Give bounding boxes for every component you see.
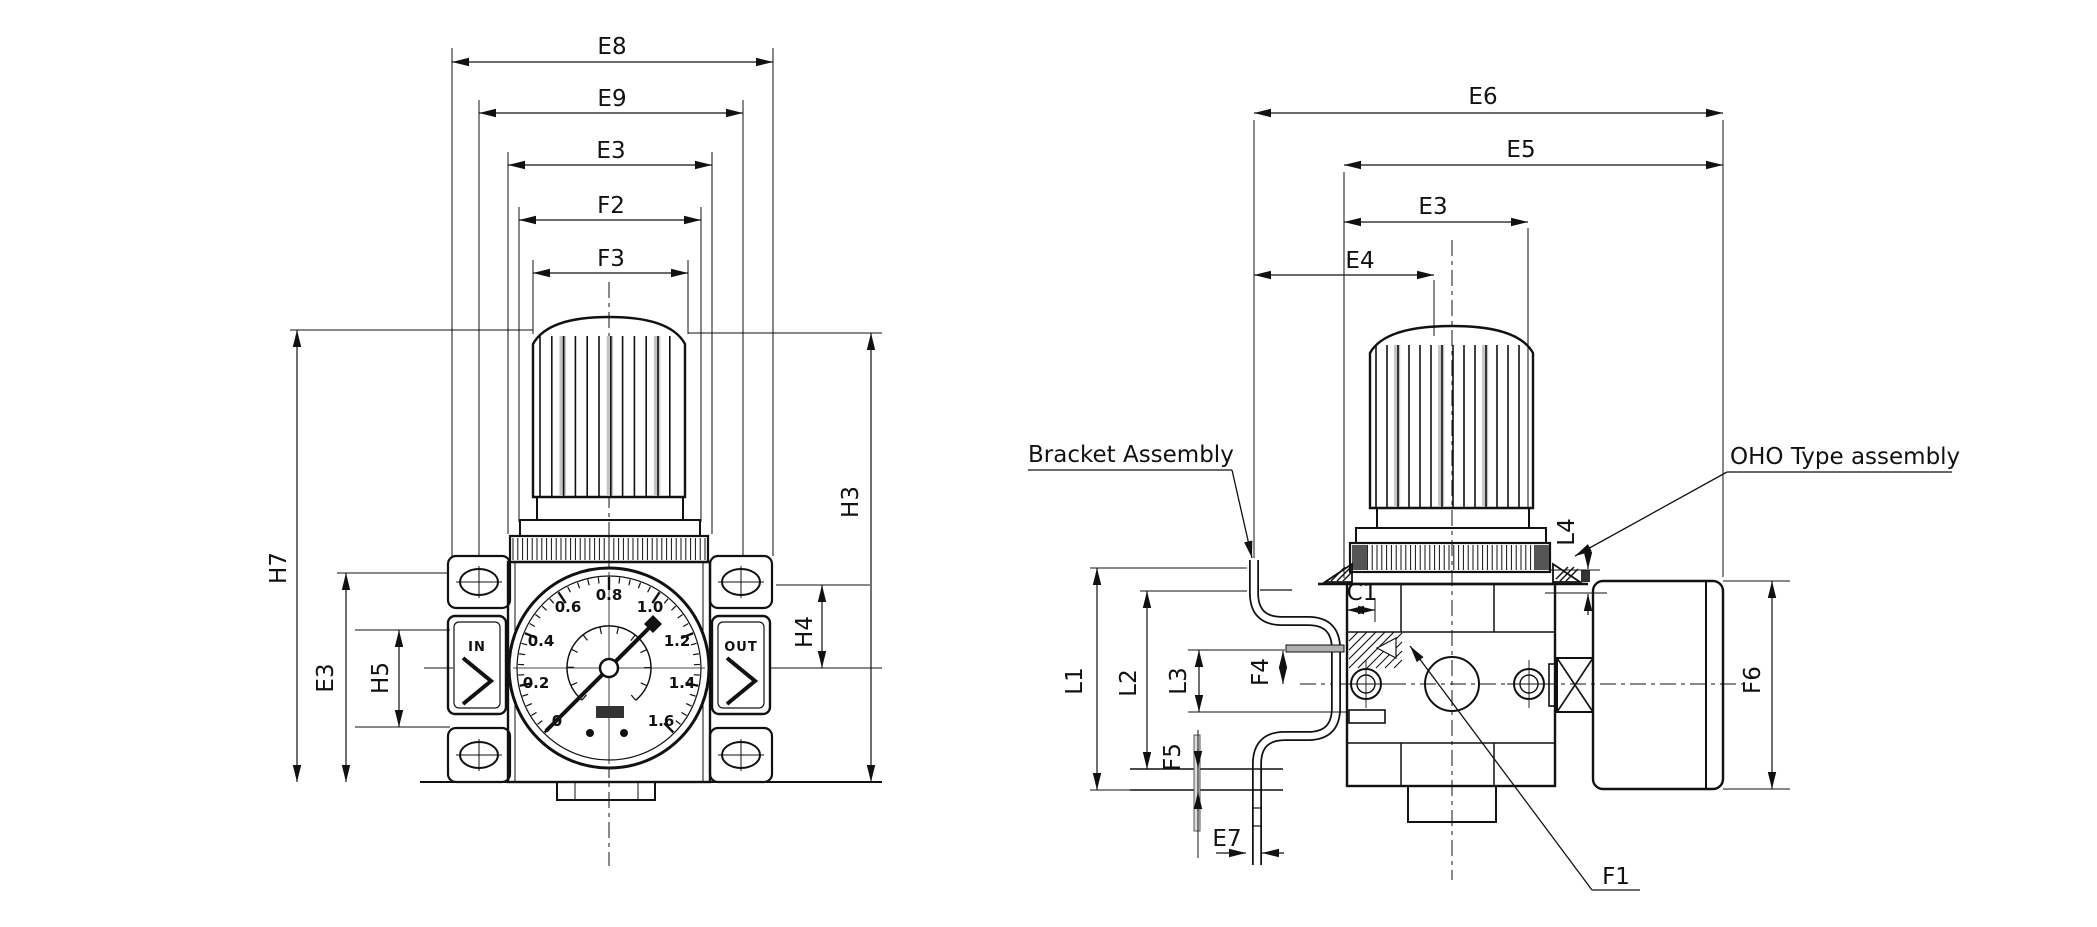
dim-label-h5: H5 — [368, 662, 394, 694]
dim-label-f2: F2 — [597, 193, 625, 219]
side-body — [1345, 582, 1557, 788]
front-bottom-port — [556, 781, 656, 801]
dim-label-e8: E8 — [597, 34, 626, 60]
out-flow-arrow-icon — [725, 656, 759, 706]
dim-label-f5: F5 — [1160, 743, 1186, 771]
side-bottom-port — [1407, 785, 1497, 823]
dim-label-e5: E5 — [1506, 137, 1535, 163]
dim-label-e3-top: E3 — [596, 138, 625, 164]
dim-label-f4: F4 — [1248, 658, 1274, 686]
side-knurled-ring — [1348, 541, 1552, 574]
main-port-circle — [1424, 656, 1480, 712]
side-port-circles — [1344, 656, 1551, 712]
dim-label-l3: L3 — [1166, 667, 1192, 694]
dim-label-e9: E9 — [597, 86, 626, 112]
dim-label-e4: E4 — [1345, 248, 1374, 274]
gauge-num-10: 1.0 — [637, 598, 664, 616]
front-mounting-tabs — [446, 554, 774, 784]
side-knob-ribs — [1375, 345, 1520, 507]
inlet-boss-hatch — [1348, 631, 1403, 669]
bracket-shelf — [1285, 644, 1345, 653]
dim-label-l1: L1 — [1062, 667, 1088, 694]
side-ring-knurl — [1352, 545, 1546, 570]
front-ring-knurl — [512, 538, 706, 560]
pressure-gauge: 0 0.2 0.4 0.6 0.8 1.0 1.2 1.4 1.6 — [507, 566, 711, 770]
port-x-symbol — [1556, 657, 1594, 713]
gauge-unit-badge — [596, 706, 624, 718]
annotation-oho-assembly: OHO Type assembly — [1730, 444, 1960, 470]
bracket-profile — [1249, 560, 1341, 865]
extension-lines — [290, 48, 1790, 791]
dimension-arrows — [292, 57, 1777, 891]
front-view: IN OUT 0 0.2 0.4 0.6 0.8 — [420, 282, 882, 866]
in-flow-arrow-icon — [461, 656, 495, 706]
gauge-num-14: 1.4 — [669, 674, 696, 692]
gauge-num-02: 0.2 — [523, 674, 550, 692]
gauge-num-06: 0.6 — [555, 598, 582, 616]
dim-label-l2: L2 — [1116, 669, 1142, 696]
in-port-label: IN — [468, 640, 486, 655]
front-knob-outline — [531, 315, 687, 499]
gauge-num-04: 0.4 — [528, 632, 555, 650]
side-view — [1130, 240, 1750, 880]
gauge-num-12: 1.2 — [664, 632, 691, 650]
dim-label-h3: H3 — [838, 486, 864, 518]
oho-assembly-box — [1591, 579, 1725, 791]
dim-label-e7: E7 — [1212, 826, 1241, 852]
in-port: IN — [446, 614, 508, 716]
front-knob-ribs — [539, 336, 671, 496]
out-port-label: OUT — [724, 640, 757, 655]
dim-label-c1: C1 — [1347, 580, 1378, 606]
leader-lines — [1028, 469, 1952, 891]
dimension-labels: E8 E9 E3 F2 F3 H7 E3 H5 H3 H4 E6 E5 E3 E… — [266, 34, 1960, 890]
annotation-bracket-assembly: Bracket Assembly — [1028, 442, 1234, 468]
flange-clamp-wings — [1322, 562, 1590, 583]
dim-label-f1: F1 — [1602, 864, 1630, 890]
dim-label-h7: H7 — [266, 552, 292, 584]
gauge-inner-dial — [566, 625, 652, 701]
dim-label-f6: F6 — [1740, 666, 1766, 694]
dim-label-l4: L4 — [1554, 518, 1580, 545]
side-knob-outline — [1368, 324, 1535, 510]
bracket-screw-pin — [1193, 734, 1201, 832]
dim-label-e6: E6 — [1468, 84, 1497, 110]
gauge-num-16: 1.6 — [648, 712, 675, 730]
gauge-needle — [544, 615, 662, 733]
dim-label-e3-side: E3 — [1418, 194, 1447, 220]
out-port: OUT — [710, 614, 772, 716]
gauge-num-08: 0.8 — [596, 586, 623, 604]
dim-label-h4: H4 — [792, 616, 818, 648]
dim-label-f3: F3 — [597, 246, 625, 272]
dim-label-e3-left: E3 — [313, 663, 339, 692]
